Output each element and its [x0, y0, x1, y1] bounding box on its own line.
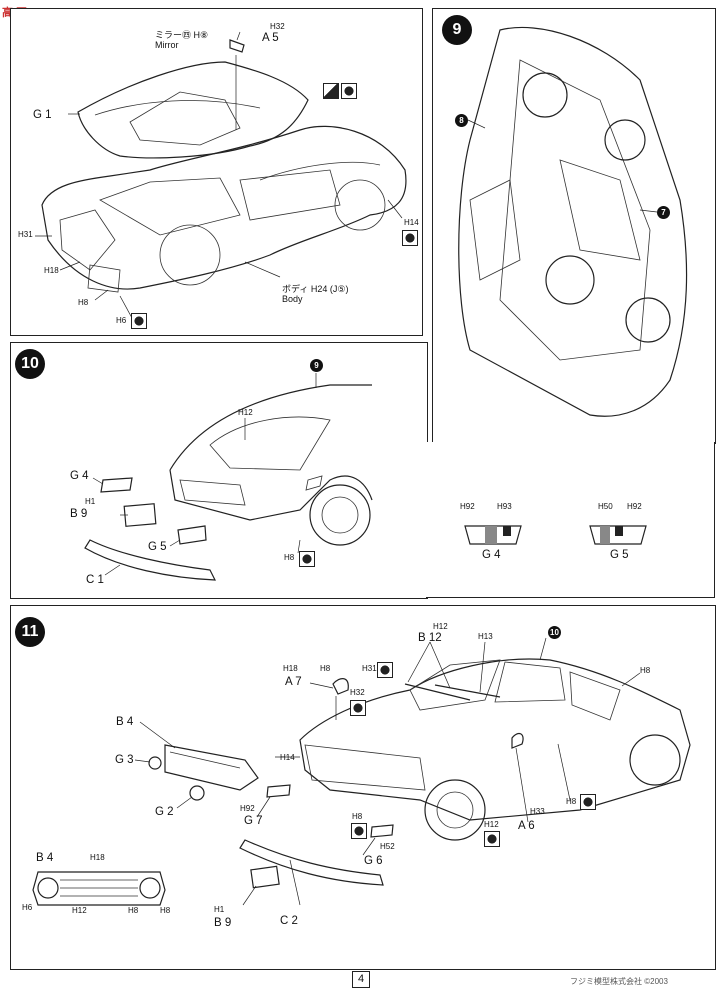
paint-mix-icon-4 — [299, 551, 315, 567]
h8a-label: H8 — [320, 664, 331, 673]
g4-detail-h-right: H93 — [497, 502, 512, 511]
part-b9-label: B 9 — [70, 508, 88, 520]
part-g7-label: G 7 — [244, 815, 263, 827]
h52-label: H52 — [380, 842, 395, 851]
h31-label: H31 — [18, 230, 33, 239]
h8-label: H8 — [78, 298, 89, 307]
part-a6-label: A 6 — [518, 820, 535, 832]
step9-panel — [432, 8, 716, 444]
part-g3-label: G 3 — [115, 754, 134, 766]
g4-detail-label: G 4 — [482, 549, 501, 561]
h8e-label: H8 — [128, 906, 139, 915]
part-g4-label: G 4 — [70, 470, 89, 482]
step9-number: 9 — [442, 15, 472, 45]
h33-label: H33 — [530, 807, 545, 816]
h6-label-2: H6 — [22, 903, 33, 912]
h8f-label: H8 — [160, 906, 171, 915]
paint-mix-icon — [341, 83, 357, 99]
mirror-en-label: Mirror — [155, 40, 179, 50]
h12-label: H12 — [238, 408, 253, 417]
h31-label-2: H31 — [362, 664, 377, 673]
step11-panel — [10, 605, 716, 970]
step10-detail-panel — [426, 442, 715, 598]
h8b-label: H8 — [640, 666, 651, 675]
g5-detail-h-right: H92 — [627, 502, 642, 511]
part-b9-label-2: B 9 — [214, 917, 232, 929]
part-g1-label: G 1 — [33, 109, 52, 121]
step10-number: 10 — [15, 349, 45, 379]
part-g2-label: G 2 — [155, 806, 174, 818]
g5-detail-h-left: H50 — [598, 502, 613, 511]
part-g6-label: G 6 — [364, 855, 383, 867]
paint-swatch-icon — [323, 83, 339, 99]
h13-label: H13 — [478, 632, 493, 641]
b4-detail-label: B 4 — [36, 852, 54, 864]
step11-number: 11 — [15, 617, 45, 647]
part-10-marker: 10 — [548, 626, 561, 639]
part-a5-label: A 5 — [262, 32, 279, 44]
mirror-jp-label: ミラー㊃ H⑧ — [155, 30, 209, 40]
h18-label-2: H18 — [283, 664, 298, 673]
paint-mix-icon-3 — [131, 313, 147, 329]
part-c1-label: C 1 — [86, 574, 104, 586]
h12c-label: H12 — [72, 906, 87, 915]
g5-detail-label: G 5 — [610, 549, 629, 561]
h18-label: H18 — [44, 266, 59, 275]
h92-label: H92 — [240, 804, 255, 813]
g4-detail-h-left: H92 — [460, 502, 475, 511]
step8-panel — [10, 8, 423, 336]
h18b-label: H18 — [90, 853, 105, 862]
h12a-label: H12 — [433, 622, 448, 631]
part-b4-label: B 4 — [116, 716, 134, 728]
part-7-marker: 7 — [657, 206, 670, 219]
h1-label-2: H1 — [214, 905, 225, 914]
part-a7-label: A 7 — [285, 676, 302, 688]
paint-mix-icon-6 — [350, 700, 366, 716]
h8c-label: H8 — [352, 812, 363, 821]
body-en-label: Body — [282, 294, 303, 304]
part-9-marker: 9 — [310, 359, 323, 372]
body-jp-label: ボディ H24 (J⑤) — [282, 284, 349, 294]
h12b-label: H12 — [484, 820, 499, 829]
h6-label: H6 — [116, 316, 127, 325]
paint-mix-icon-2 — [402, 230, 418, 246]
h32-label-2: H32 — [350, 688, 365, 697]
h32-label: H32 — [270, 22, 285, 31]
part-b12-label: B 12 — [418, 632, 442, 644]
h8-label-2: H8 — [284, 553, 295, 562]
paint-mix-icon-9 — [580, 794, 596, 810]
h14-label-2: H14 — [280, 753, 295, 762]
paint-mix-icon-5 — [377, 662, 393, 678]
footer-copyright: フジミ模型株式会社 ©2003 — [570, 977, 668, 986]
page-number: 4 — [352, 971, 370, 988]
paint-mix-icon-7 — [351, 823, 367, 839]
paint-mix-icon-8 — [484, 831, 500, 847]
h14-label: H14 — [404, 218, 419, 227]
h1-label: H1 — [85, 497, 96, 506]
part-8-marker: 8 — [455, 114, 468, 127]
part-g5-label: G 5 — [148, 541, 167, 553]
h8d-label: H8 — [566, 797, 577, 806]
part-c2-label: C 2 — [280, 915, 298, 927]
